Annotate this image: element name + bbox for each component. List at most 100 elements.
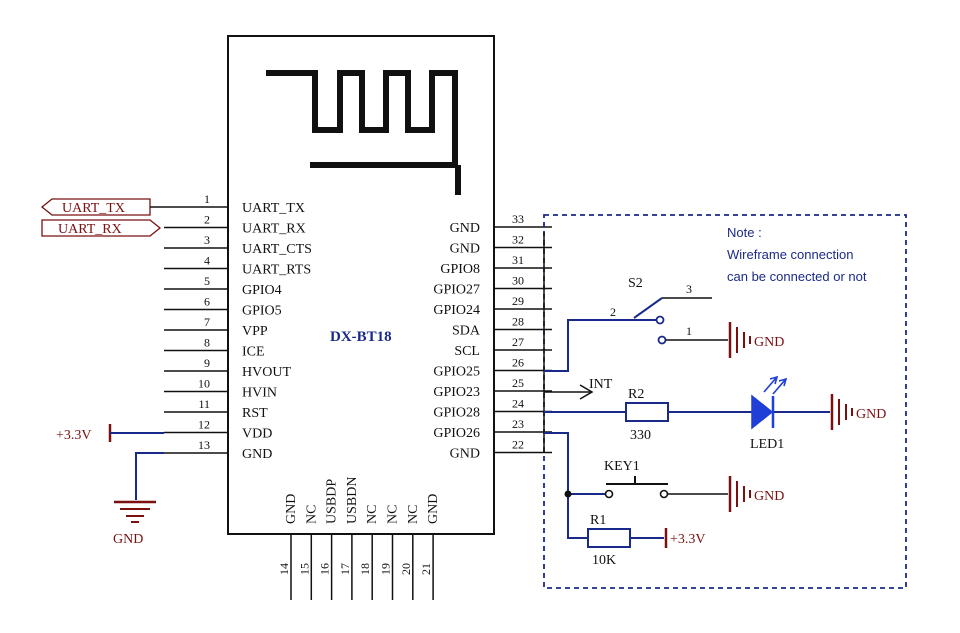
note-title: Note : [727,225,762,240]
pin-name: VDD [242,427,272,442]
pin-name: GND [242,447,272,462]
pin-number: 31 [512,253,524,267]
pin-name: UART_RTS [242,263,311,278]
pin-number: 29 [512,294,524,308]
pin-number: 1 [204,192,210,206]
pin-number: 24 [512,397,524,411]
uart-tx-port: UART_TX [40,198,164,216]
int-label: INT [589,377,613,392]
s2-pin-2: 2 [610,305,616,319]
pin-name: HVIN [242,386,277,401]
pin-name: USBDP [325,479,340,524]
pin-number: 12 [198,418,210,432]
pin-name: GPIO26 [433,426,480,441]
led-gnd-label: GND [856,407,886,422]
int-signal: INT [544,377,613,400]
pin-number: 18 [358,563,372,575]
pin-number: 6 [204,295,210,309]
left-pin-group: 1UART_TX2UART_RX3UART_CTS4UART_RTS5GPIO4… [164,192,312,462]
pin-name: GND [284,494,299,524]
pin-name: NC [386,505,401,524]
pin-number: 7 [204,315,210,329]
pin-name: RST [242,406,268,421]
pin-name: GPIO4 [242,283,282,298]
led-label: LED1 [750,437,784,452]
pin-name: NC [406,505,421,524]
pin-number: 21 [419,563,433,575]
pin-name: NC [304,505,319,524]
note-line-2: can be connected or not [727,269,867,284]
pin-number: 16 [318,563,332,575]
pin-number: 25 [512,376,524,390]
r2-value: 330 [630,428,651,443]
pin-number: 10 [198,377,210,391]
s2-gnd-label: GND [754,335,784,350]
vdd-supply-label: +3.3V [56,428,92,443]
pin-name: GPIO28 [433,406,480,421]
led-ground-icon [830,394,853,430]
pin-name: NC [365,505,380,524]
pin-number: 4 [204,254,210,268]
bottom-pin: NC 20 [399,505,421,600]
uart-tx-port-label: UART_TX [62,201,125,216]
pin-number: 22 [512,438,524,452]
resistor-r2 [625,402,669,422]
pin-name: UART_RX [242,222,306,237]
antenna-trace-icon [266,70,458,165]
pin-number: 27 [512,335,524,349]
pin-number: 19 [379,563,393,575]
pin-name: GPIO8 [440,262,480,277]
pin-number: 11 [198,397,210,411]
pin-number: 13 [198,438,210,452]
pin-number: 3 [204,233,210,247]
pin-name: UART_TX [242,201,305,216]
bottom-pin: USBDP 16 [318,479,340,600]
key-ground-icon [728,476,751,512]
pin-number: 20 [399,563,413,575]
pin-name: GPIO23 [433,385,480,400]
pin-name: SDA [452,324,481,339]
pin-name: USBDN [345,477,360,524]
key-gnd-label: GND [754,489,784,504]
r1-label: R1 [590,513,606,528]
r1-supply-label: +3.3V [670,532,706,547]
s2-label: S2 [628,276,643,291]
pin-name: GPIO5 [242,304,282,319]
s2-pin-3: 3 [686,282,692,296]
r2-label: R2 [628,387,644,402]
r1-value: 10K [592,553,616,568]
uart-rx-port: UART_RX [41,219,162,237]
pin-name: GPIO24 [433,303,480,318]
s2-ground-icon [728,322,751,358]
pin-name: SCL [454,344,480,359]
led-light-rays-icon [763,375,788,395]
pin-number: 8 [204,336,210,350]
pin-number: 30 [512,274,524,288]
gnd-net-left: GND [113,452,164,547]
switch-s2: S2 2 3 1 GND [544,276,784,372]
pin-number: 28 [512,315,524,329]
pin-number: 17 [338,563,352,575]
key1-label: KEY1 [604,459,640,474]
pin-number: 2 [204,213,210,227]
